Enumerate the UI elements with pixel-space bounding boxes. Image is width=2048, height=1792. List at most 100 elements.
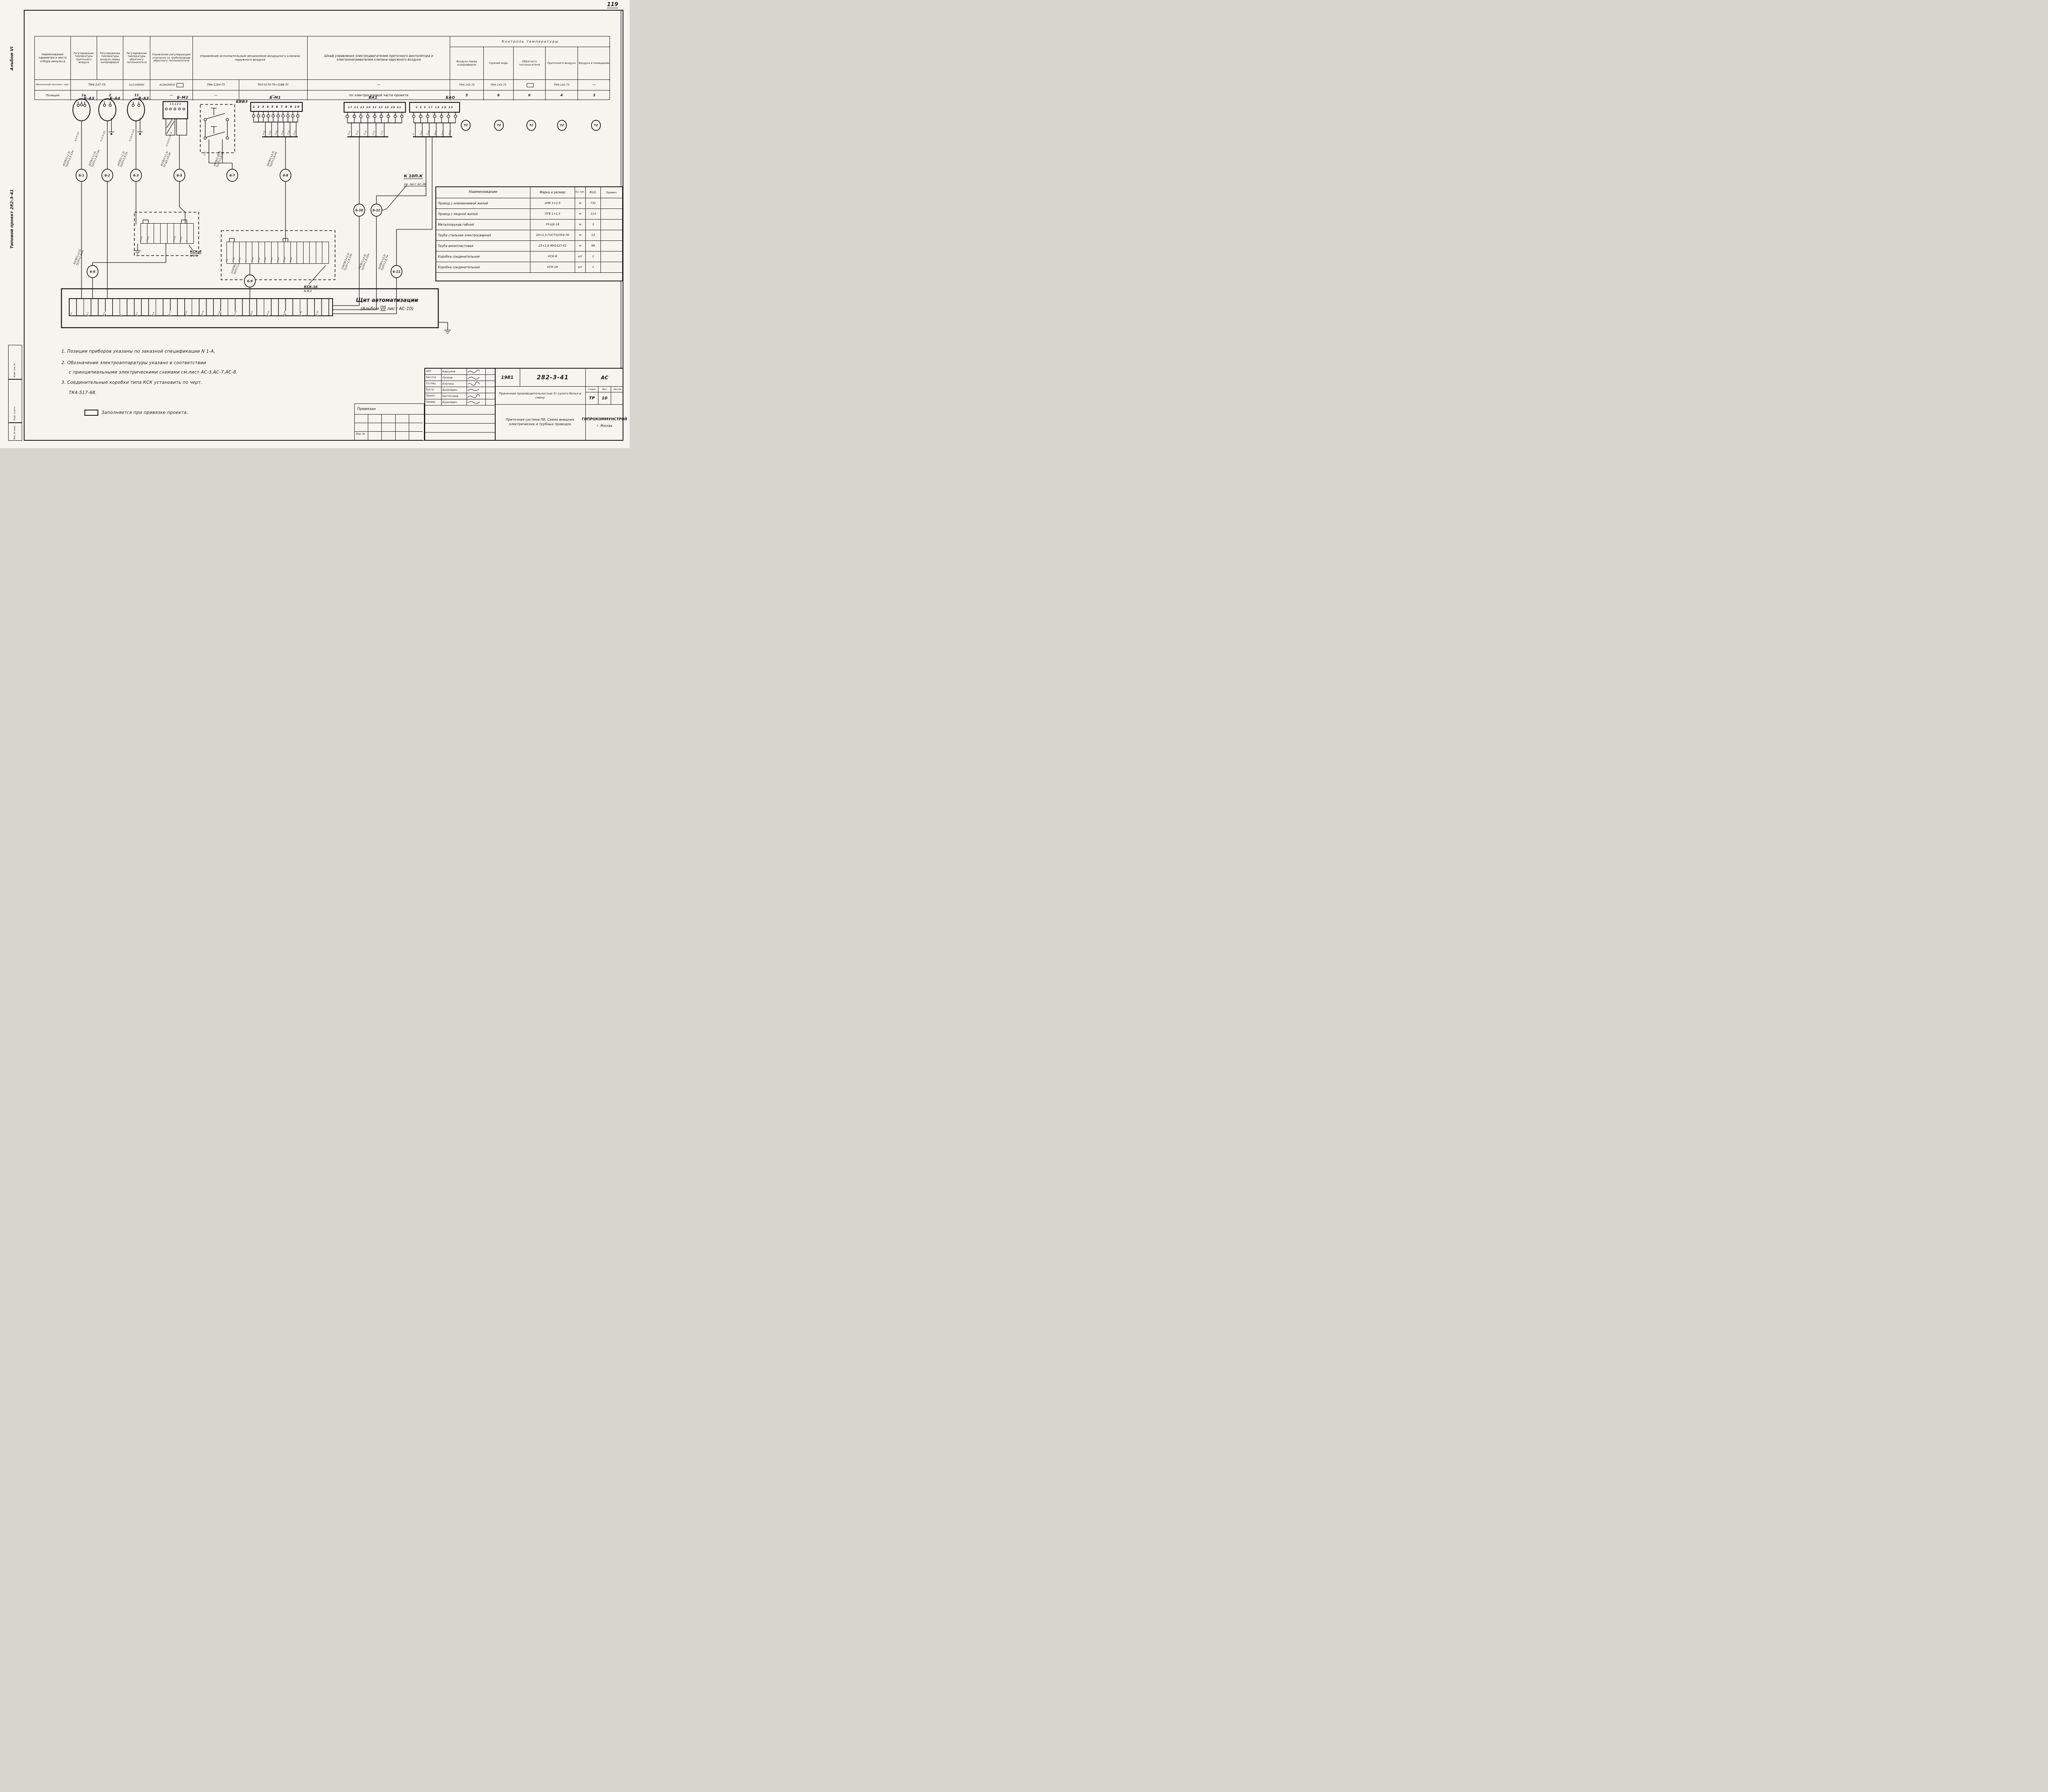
terminal-label: 6-3 (86, 311, 90, 316)
terminal-numbers: 1 1' 2 2' 5 (170, 103, 181, 106)
person-name: Барсуков (442, 369, 467, 374)
sheet-subject: Приточная система П8. Схема внешних элек… (495, 405, 586, 440)
group-header-temp-control: Контроль температуры (450, 36, 610, 47)
cell-position: 11 (123, 91, 150, 100)
table-cell: м (575, 220, 586, 230)
table-cell: м (575, 241, 586, 251)
cable-tag: 6-2 (104, 173, 110, 177)
junction-terminal (161, 224, 168, 243)
table-cell: Провод с медной жилой (436, 209, 530, 219)
cell-position: 2 (97, 91, 123, 100)
table-cell: 96 (586, 241, 601, 251)
binding-table-header: Привязан (355, 404, 424, 415)
cable-tag: 6-8 (283, 173, 288, 177)
table-cell: КСК-16 (530, 262, 575, 272)
cable-tag: 6-5 (177, 173, 182, 177)
kck16-label: КСК-16 N В-2 (304, 285, 318, 293)
cable-tag: 6-6 (90, 270, 95, 274)
sheets-value (611, 392, 623, 405)
grid-cell (355, 415, 369, 423)
inventory-number-label: Инв. № (356, 433, 365, 435)
table-cell: 20×2,5 ГОСТ10704-76 (530, 230, 575, 240)
org-city: г. Москва (597, 424, 612, 428)
junction-terminal: 6-125 (140, 224, 148, 243)
terminal-label: 6-7 (136, 311, 139, 316)
date-cell (486, 393, 495, 399)
device-label: В-А3 (138, 97, 149, 101)
grid-cell (395, 432, 409, 440)
table-cell (601, 220, 622, 230)
grid-cell (368, 415, 382, 423)
note-line: 2. Обозначение электроаппаратуры указано… (61, 360, 206, 365)
materials-col-unit: Ед. изм. (575, 187, 586, 198)
terminal-label: 6-33 (316, 310, 319, 316)
terminal-label: 6-11 (168, 310, 172, 316)
table-cell (601, 251, 622, 262)
note-line: ТК4-517-68. (69, 390, 97, 395)
table-cell: 3 (586, 220, 601, 230)
object-title: Прачечная производительностью 3т сухого … (495, 387, 586, 405)
junction-terminal: 6-45 (251, 242, 259, 263)
cell-position: 3 (593, 93, 596, 97)
к10pk-callout: К 10П.К см. лист АС-28 (404, 174, 426, 186)
cell-position: — (193, 91, 239, 100)
empty-row (425, 415, 495, 424)
materials-table: Наименование Марка и размер Ед. изм. Кол… (435, 186, 623, 281)
grid-cell (382, 423, 396, 432)
junction-terminal (310, 242, 316, 263)
date-cell (486, 369, 495, 374)
terminal-label: 6-5 (103, 311, 106, 316)
materials-col-note: Примеч. (606, 190, 618, 194)
binding-table-grid (355, 415, 424, 440)
col-header-air-before-heater: Воздуха перед калорифером (450, 47, 484, 80)
role-label: Гл.спец (425, 381, 442, 387)
person-name: Василевич (442, 399, 467, 405)
terminal-numbers: 2 3 5 17 19 29 33 (415, 106, 454, 109)
junction-terminal: N (186, 224, 193, 243)
table-cell: Коробка соединительная (436, 262, 530, 272)
date-cell (486, 381, 495, 387)
device-label: Б-М1 (270, 96, 281, 100)
junction-terminal (168, 224, 174, 243)
materials-header-row: Наименование Марка и размер Ед. изм. Кол… (436, 187, 622, 198)
junction-terminal (154, 224, 161, 243)
table-cell: Р3-ЦХ-18 (530, 220, 575, 230)
table-cell: 1 (586, 251, 601, 262)
table-cell: Провод с алюминиевой жилой (436, 198, 530, 208)
empty-row (425, 424, 495, 433)
date-cell (486, 399, 495, 405)
cable-tag: 6-1 (79, 173, 84, 177)
org-name: ГИПРОКОММУНСТРОЙ (582, 417, 628, 421)
row-label-position: Позиция (35, 91, 71, 100)
sheet-header: Лист (598, 387, 611, 392)
table-cell: Металлорукав гибкий (436, 220, 530, 230)
device-label: ВА1 (369, 96, 378, 100)
shield-subtitle: (Альбом VII лист АС-10) (360, 306, 414, 311)
t2-sensor-label: Т2 (464, 124, 468, 127)
shield-terminal-strip (69, 298, 333, 316)
terminal-label: 6-19 (217, 310, 221, 316)
grid-cell (395, 415, 409, 423)
note-legend: Заполняется при привязке проекта. (84, 410, 188, 416)
cell-drawing: А12-040000 (123, 80, 150, 91)
role-label: Провер. (425, 399, 442, 405)
signature (467, 399, 486, 405)
terminal-label: 6-9 (152, 311, 155, 316)
junction-terminal: 6-119 (173, 224, 181, 243)
shield-title: Щит автоматизации (356, 297, 419, 304)
note-line: 1. Позиции приборов указаны по заказной … (61, 349, 215, 354)
mark: АС (586, 369, 623, 387)
note-line: с принципиальными электрическими схемами… (69, 370, 238, 375)
col-header-supply-air: Приточного воздуха (546, 47, 578, 80)
table-cell: 25×1,8 МН1427-61 (530, 241, 575, 251)
cell-position: 6 (514, 91, 546, 100)
year: 1981 (495, 369, 520, 387)
cell-drawing (514, 80, 546, 91)
table-cell (601, 241, 622, 251)
date-cell (486, 387, 495, 393)
